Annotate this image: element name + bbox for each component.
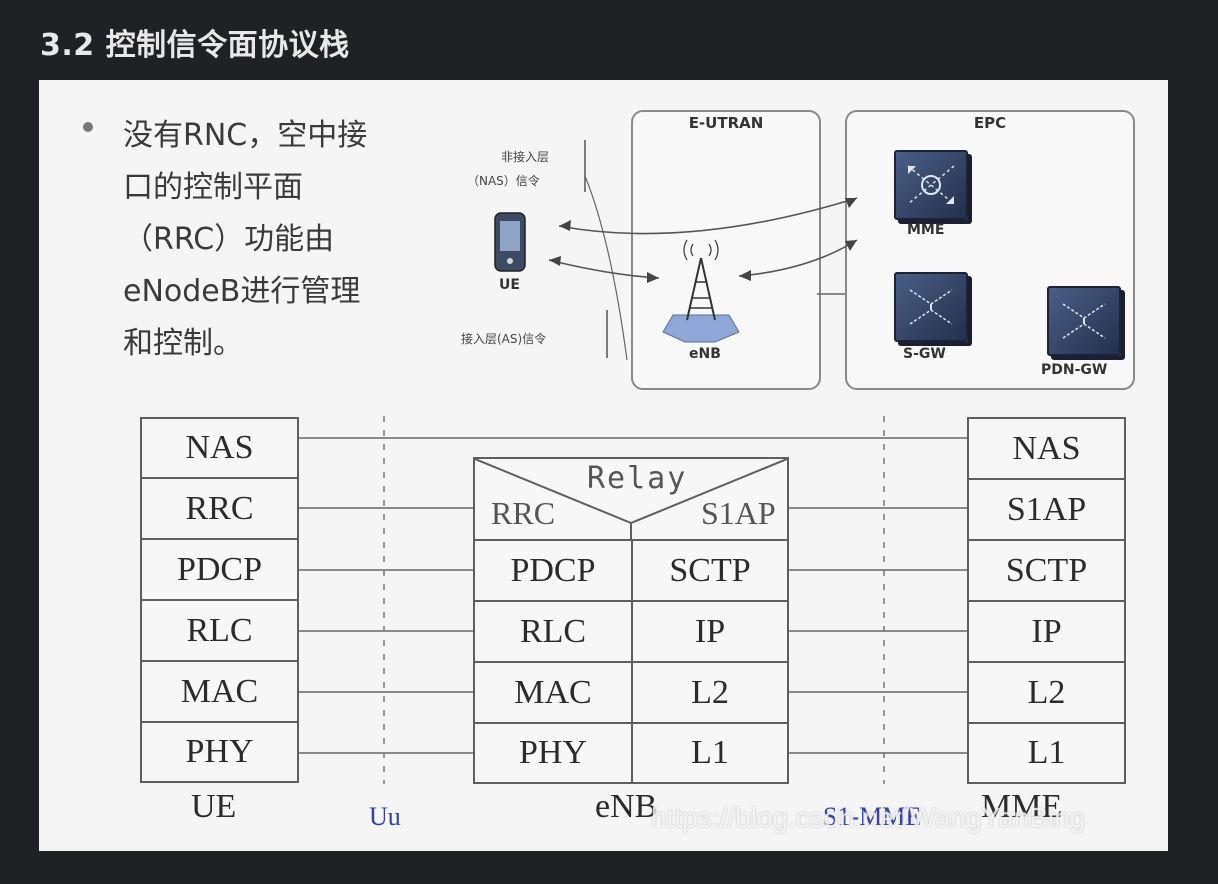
caption-mme: MME xyxy=(981,788,1063,825)
caption-s1-mme: S1-MME xyxy=(823,802,922,831)
bullet-line-5: 和控制。 xyxy=(123,326,243,361)
mme-stack-ip: IP xyxy=(967,600,1126,663)
caption-uu: Uu xyxy=(369,802,401,831)
nas-signal-label-1: 非接入层 xyxy=(501,150,550,164)
page-title: 3.2 控制信令面协议栈 xyxy=(40,28,350,63)
eutran-panel: E-UTRAN xyxy=(631,110,821,390)
ue-stack-rlc: RLC xyxy=(140,599,299,662)
enb-label: eNB xyxy=(689,346,721,362)
sgw-label: S-GW xyxy=(903,346,946,362)
pdngw-node-icon xyxy=(1047,286,1121,356)
epc-title: EPC xyxy=(973,114,1007,132)
bullet-line-3: （RRC）功能由 xyxy=(123,222,335,257)
enb-stack-phy: PHY xyxy=(473,722,633,784)
enb-rrc-label: RRC xyxy=(491,495,556,531)
ue-stack-mac: MAC xyxy=(140,660,299,723)
mme-stack-s1ap: S1AP xyxy=(967,478,1126,541)
bullet-line-4: eNodeB进行管理 xyxy=(123,274,361,309)
pdngw-label: PDN-GW xyxy=(1041,362,1108,378)
relay-label: Relay xyxy=(587,461,688,496)
watermark-text: https://blog.csdn.net/WangYanBing xyxy=(651,802,1086,833)
eutran-title: E-UTRAN xyxy=(688,114,764,132)
enb-stack-pdcp: PDCP xyxy=(473,539,633,602)
network-figure-lines xyxy=(494,140,858,361)
bullet-dot xyxy=(83,122,93,132)
mme-stack-nas: NAS xyxy=(967,417,1126,480)
as-signal-label: 接入层(AS)信令 xyxy=(461,332,547,346)
enb-s1ap-label: S1AP xyxy=(701,495,776,531)
sgw-node-icon xyxy=(894,272,968,342)
ue-stack-rrc: RRC xyxy=(140,477,299,540)
caption-ue: UE xyxy=(191,788,237,825)
enb-stack-l2: L2 xyxy=(631,661,789,724)
enb-tower-icon xyxy=(662,239,740,343)
relay-divider xyxy=(475,459,787,539)
ue-stack-nas: NAS xyxy=(140,417,299,479)
mme-node-icon xyxy=(894,150,968,220)
mme-stack-l1: L1 xyxy=(967,722,1126,784)
enb-relay-cell: Relay RRC S1AP xyxy=(473,457,789,541)
enb-stack-rlc: RLC xyxy=(473,600,633,663)
bullet-line-1: 没有RNC，空中接 xyxy=(123,118,368,153)
enb-stack-l1: L1 xyxy=(631,722,789,784)
enb-stack-ip: IP xyxy=(631,600,789,663)
mme-stack-l2: L2 xyxy=(967,661,1126,724)
mme-stack-sctp: SCTP xyxy=(967,539,1126,602)
caption-enb: eNB xyxy=(595,788,658,825)
slide-image: 没有RNC，空中接 口的控制平面 （RRC）功能由 eNodeB进行管理 和控制… xyxy=(39,80,1168,851)
mme-label: MME xyxy=(907,222,945,238)
enb-stack-sctp: SCTP xyxy=(631,539,789,602)
nas-signal-label-2: （NAS）信令 xyxy=(467,174,540,188)
ue-stack-phy: PHY xyxy=(140,721,299,783)
enb-stack-mac: MAC xyxy=(473,661,633,724)
bullet-line-2: 口的控制平面 xyxy=(123,170,303,205)
ue-label: UE xyxy=(499,277,520,293)
ue-stack-pdcp: PDCP xyxy=(140,538,299,601)
stack-connection-lines xyxy=(297,416,967,784)
ue-phone-icon xyxy=(494,212,526,272)
